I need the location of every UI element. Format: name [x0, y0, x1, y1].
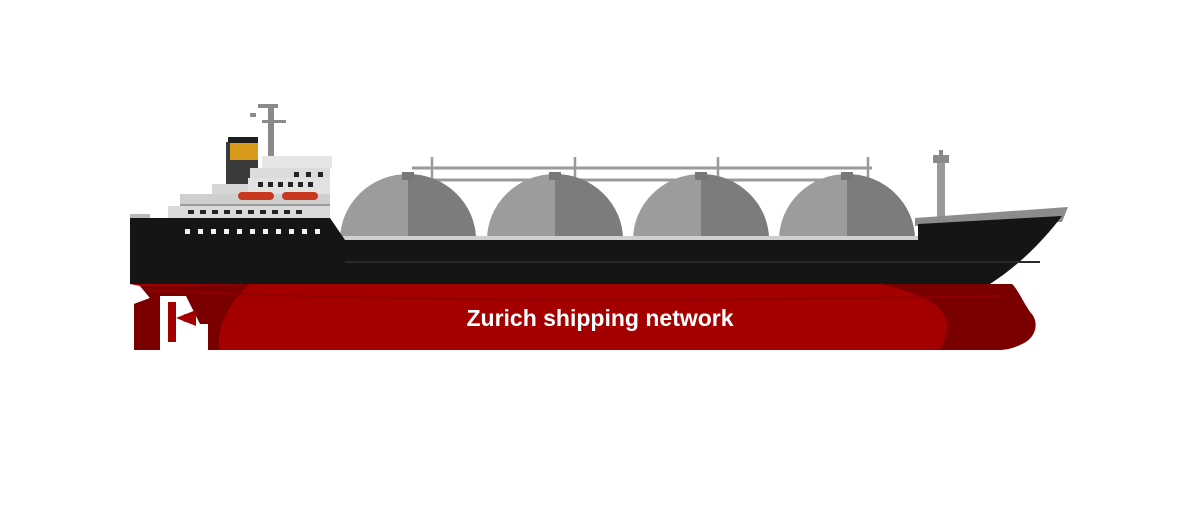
propeller-cutout: [160, 296, 208, 350]
lng-tank-3: [633, 172, 769, 240]
tank-base-strip: [338, 236, 918, 242]
lifeboat-right: [282, 192, 318, 200]
lng-tank-4: [779, 172, 915, 240]
hull-black: [130, 216, 1062, 284]
bow-mast: [933, 150, 949, 222]
lifeboat-left: [238, 192, 274, 200]
hull-shade-bow: [880, 284, 1036, 350]
hull-red: [130, 284, 1036, 350]
portholes: [185, 229, 320, 234]
tank-walkway: [412, 166, 872, 182]
hull-label: Zurich shipping network: [466, 305, 733, 331]
lng-tank-1: [340, 172, 476, 240]
funnel-band: [230, 142, 258, 160]
superstructure: [130, 104, 332, 218]
lng-tank-2: [487, 172, 623, 240]
